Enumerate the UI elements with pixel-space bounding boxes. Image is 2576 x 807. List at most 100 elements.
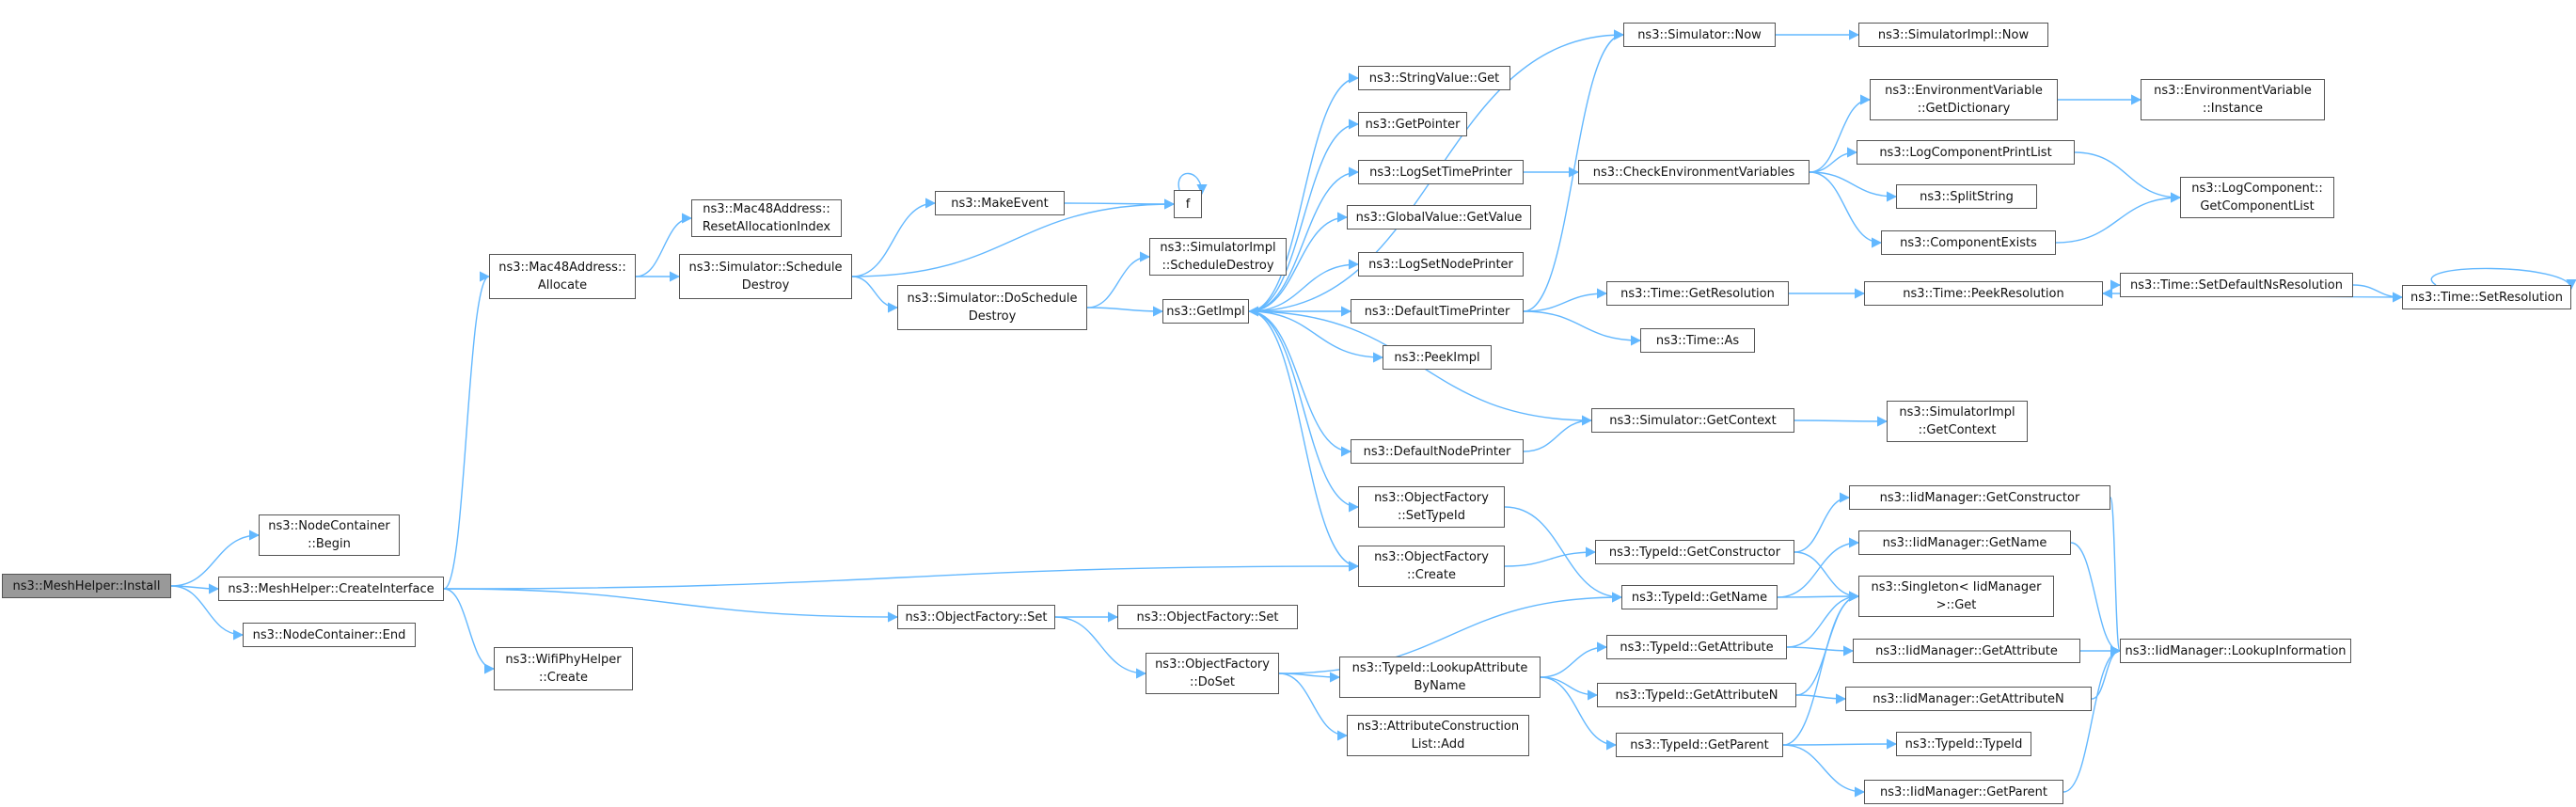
edge-sim-getctx-to-simimpl-getctx — [1794, 416, 1889, 427]
edge-install-to-nc-begin — [170, 530, 261, 587]
edge-iid-getctor-to-iid-lookupinfo — [2110, 497, 2122, 657]
node-f[interactable]: f — [1174, 190, 1202, 218]
node-iid-manager-get-parent[interactable]: ns3::IidManager::GetParent — [1864, 780, 2063, 804]
node-type-id-get-parent[interactable]: ns3::TypeId::GetParent — [1616, 733, 1783, 757]
edge-compexists-to-logcomp-getlist — [2055, 192, 2182, 244]
node-simulator-impl-now[interactable]: ns3::SimulatorImpl::Now — [1858, 23, 2048, 47]
node-type-id-get-name[interactable]: ns3::TypeId::GetName — [1621, 585, 1778, 609]
edge-of-settype-to-tid-getname — [1504, 506, 1623, 603]
node-log-set-time-printer[interactable]: ns3::LogSetTimePrinter — [1358, 160, 1524, 184]
edge-logcomp-print-to-logcomp-getlist — [2074, 151, 2182, 203]
node-object-factory-set-overload[interactable]: ns3::ObjectFactory::Set — [1117, 605, 1298, 629]
node-node-container-begin[interactable]: ns3::NodeContainer::Begin — [259, 514, 400, 556]
node-check-environment-variables[interactable]: ns3::CheckEnvironmentVariables — [1578, 160, 1810, 184]
edge-make-event-to-f — [1064, 198, 1176, 210]
node-object-factory-set[interactable]: ns3::ObjectFactory::Set — [897, 605, 1055, 629]
edge-f-to-f — [1177, 172, 1208, 196]
edge-tid-getparent-to-tid-typeid — [1782, 738, 1898, 750]
node-simulator-impl-schedule-destroy[interactable]: ns3::SimulatorImpl::ScheduleDestroy — [1149, 238, 1287, 276]
node-type-id-get-attribute[interactable]: ns3::TypeId::GetAttribute — [1606, 635, 1787, 659]
edge-tid-getparent-to-iid-getparent — [1782, 744, 1866, 798]
node-mac48-address-allocate[interactable]: ns3::Mac48Address::Allocate — [489, 254, 636, 299]
edge-of-create-to-tid-getctor — [1504, 546, 1597, 567]
node-object-factory-create[interactable]: ns3::ObjectFactory::Create — [1358, 546, 1505, 587]
node-default-node-printer[interactable]: ns3::DefaultNodePrinter — [1351, 439, 1524, 464]
node-environment-variable-get-dictionary[interactable]: ns3::EnvironmentVariable::GetDictionary — [1870, 79, 2058, 120]
node-type-id-get-attribute-n[interactable]: ns3::TypeId::GetAttributeN — [1597, 683, 1796, 707]
edge-getimpl-to-of-create — [1248, 310, 1360, 572]
node-split-string[interactable]: ns3::SplitString — [1896, 184, 2037, 209]
edge-time-peekres-to-time-setdefns — [2102, 279, 2122, 294]
edge-sim-sched-to-sim-dosched — [851, 276, 899, 313]
edge-of-doset-to-tid-lookup — [1278, 672, 1341, 683]
edge-getimpl-to-of-settype — [1248, 310, 1360, 513]
edge-create-iface-to-wifi-create — [443, 588, 496, 674]
node-environment-variable-instance[interactable]: ns3::EnvironmentVariable::Instance — [2141, 79, 2325, 120]
edge-getimpl-to-getpointer — [1248, 119, 1360, 312]
node-iid-manager-get-attribute-n[interactable]: ns3::IidManager::GetAttributeN — [1845, 687, 2092, 711]
node-log-component-print-list[interactable]: ns3::LogComponentPrintList — [1857, 140, 2075, 165]
edge-of-set1-to-of-doset — [1054, 616, 1147, 679]
node-peek-impl[interactable]: ns3::PeekImpl — [1383, 345, 1492, 370]
node-log-set-node-printer[interactable]: ns3::LogSetNodePrinter — [1358, 252, 1524, 277]
node-iid-manager-get-constructor[interactable]: ns3::IidManager::GetConstructor — [1849, 485, 2110, 510]
node-iid-manager-get-name[interactable]: ns3::IidManager::GetName — [1858, 530, 2071, 555]
node-simulator-get-context[interactable]: ns3::Simulator::GetContext — [1591, 408, 1794, 433]
node-iid-manager-lookup-information[interactable]: ns3::IidManager::LookupInformation — [2120, 639, 2351, 663]
node-time-as[interactable]: ns3::Time::As — [1640, 328, 1755, 353]
node-mesh-helper-install: ns3::MeshHelper::Install — [2, 574, 171, 598]
edge-tid-getname-to-singleton-get — [1777, 591, 1860, 602]
node-time-set-resolution[interactable]: ns3::Time::SetResolution — [2402, 285, 2571, 309]
edge-iid-getname-to-iid-lookupinfo — [2070, 542, 2122, 657]
edge-install-to-nc-end — [170, 585, 245, 641]
edge-getimpl-to-logsettime — [1248, 166, 1360, 312]
edge-checkenv-to-env-getdict — [1809, 94, 1872, 173]
node-type-id-get-constructor[interactable]: ns3::TypeId::GetConstructor — [1595, 540, 1794, 564]
edge-checkenv-to-splitstring — [1809, 171, 1898, 202]
node-string-value-get[interactable]: ns3::StringValue::Get — [1358, 66, 1510, 90]
node-node-container-end[interactable]: ns3::NodeContainer::End — [243, 623, 416, 647]
node-time-get-resolution[interactable]: ns3::Time::GetResolution — [1606, 281, 1789, 306]
node-simulator-now[interactable]: ns3::Simulator::Now — [1623, 23, 1776, 47]
node-get-impl[interactable]: ns3::GetImpl — [1162, 299, 1249, 324]
node-mesh-helper-create-interface[interactable]: ns3::MeshHelper::CreateInterface — [218, 577, 444, 601]
edge-getimpl-to-peekimpl — [1248, 310, 1384, 363]
node-time-set-default-ns-resolution[interactable]: ns3::Time::SetDefaultNsResolution — [2120, 273, 2353, 297]
node-global-value-get-value[interactable]: ns3::GlobalValue::GetValue — [1347, 205, 1531, 229]
node-simulator-impl-get-context[interactable]: ns3::SimulatorImpl::GetContext — [1887, 401, 2028, 442]
node-component-exists[interactable]: ns3::ComponentExists — [1881, 230, 2056, 255]
edge-time-setres-to-time-setres — [2430, 267, 2576, 291]
node-mac48-address-reset-allocation-index[interactable]: ns3::Mac48Address::ResetAllocationIndex — [691, 199, 842, 237]
edge-tid-getattr-to-singleton-get — [1786, 591, 1860, 648]
edge-deftime-to-sim-now — [1523, 29, 1625, 312]
node-object-factory-set-type-id[interactable]: ns3::ObjectFactory::SetTypeId — [1358, 486, 1505, 528]
edge-tid-getattr-to-iid-getattr — [1786, 645, 1855, 657]
edge-tid-lookup-to-tid-getattrn — [1540, 676, 1599, 701]
node-make-event[interactable]: ns3::MakeEvent — [935, 191, 1065, 215]
node-iid-manager-get-attribute[interactable]: ns3::IidManager::GetAttribute — [1853, 639, 2080, 663]
edge-tid-getparent-to-singleton-get — [1782, 591, 1860, 746]
node-get-pointer[interactable]: ns3::GetPointer — [1358, 112, 1467, 136]
edge-tid-lookup-to-tid-getparent — [1540, 676, 1618, 751]
edge-tid-lookup-to-tid-getattr — [1540, 641, 1608, 678]
node-default-time-printer[interactable]: ns3::DefaultTimePrinter — [1351, 299, 1524, 324]
edge-create-iface-to-of-set1 — [443, 588, 899, 623]
node-type-id-type-id[interactable]: ns3::TypeId::TypeId — [1896, 732, 2031, 756]
edge-checkenv-to-logcomp-print — [1809, 147, 1858, 173]
node-time-peek-resolution[interactable]: ns3::Time::PeekResolution — [1864, 281, 2103, 306]
node-wifi-phy-helper-create[interactable]: ns3::WifiPhyHelper::Create — [494, 647, 633, 690]
edge-sim-dosched-to-getimpl — [1086, 306, 1164, 317]
node-object-factory-do-set[interactable]: ns3::ObjectFactory::DoSet — [1146, 653, 1279, 694]
edge-tid-getname-to-iid-getname — [1777, 537, 1860, 598]
edge-getimpl-to-strval-get — [1248, 72, 1360, 312]
node-singleton-iid-manager-get[interactable]: ns3::Singleton< IidManager>::Get — [1858, 576, 2054, 617]
edge-create-iface-to-mac-alloc — [443, 271, 491, 590]
edge-getimpl-to-logsetnode — [1248, 259, 1360, 312]
node-log-component-get-component-list[interactable]: ns3::LogComponent::GetComponentList — [2180, 177, 2334, 218]
